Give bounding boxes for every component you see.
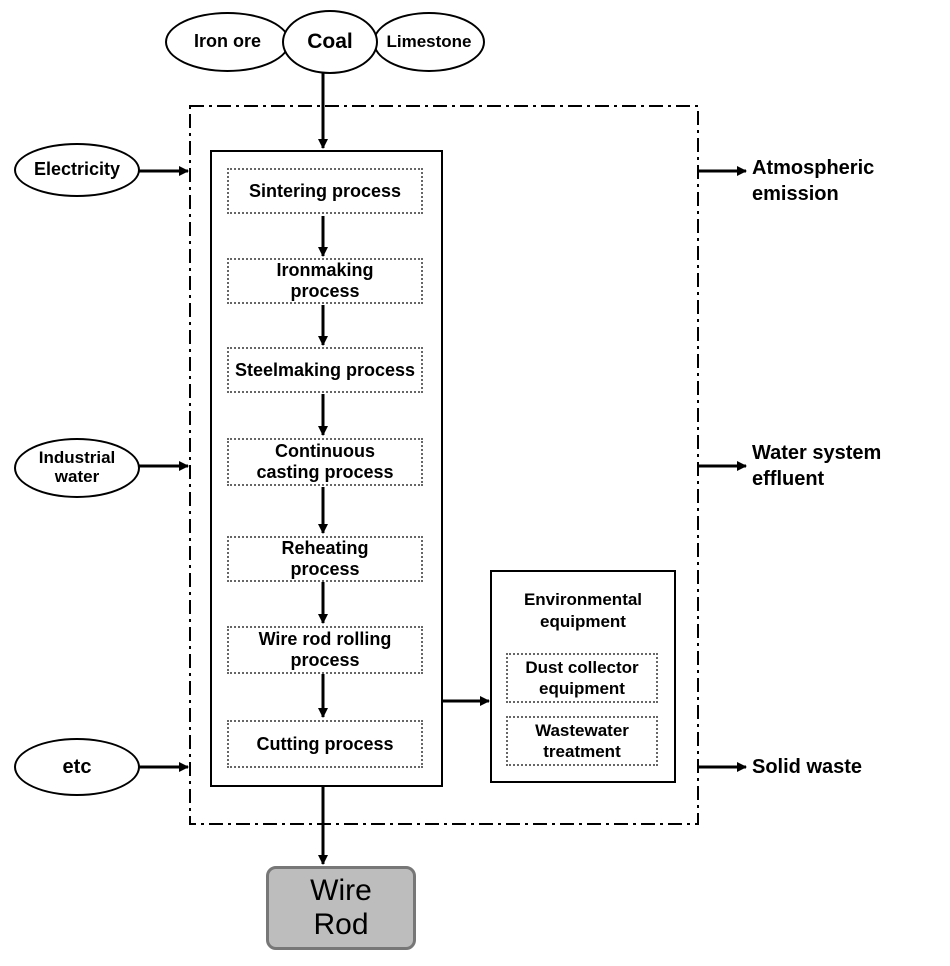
process-reheating: Reheating process: [227, 536, 423, 582]
input-industrial-water: Industrial water: [14, 438, 140, 498]
output-water-label: Water system effluent: [752, 442, 882, 490]
output-atmospheric: Atmospheric emission: [752, 155, 912, 207]
output-solid-waste: Solid waste: [752, 754, 922, 780]
input-iron-ore: Iron ore: [165, 12, 290, 72]
env-dust-collector: Dust collector equipment: [506, 653, 658, 703]
input-limestone: Limestone: [373, 12, 485, 72]
input-coal-label: Coal: [307, 30, 353, 54]
process-wire-rod-rolling-label: Wire rod rolling process: [258, 629, 392, 670]
input-limestone-label: Limestone: [386, 31, 472, 51]
input-etc-label: etc: [62, 756, 92, 778]
process-continuous-casting-label: Continuous casting process: [256, 441, 394, 482]
process-cutting-label: Cutting process: [256, 733, 394, 754]
input-electricity-label: Electricity: [33, 159, 121, 180]
output-atmospheric-label: Atmospheric emission: [752, 157, 875, 205]
process-sintering-label: Sintering process: [248, 180, 402, 201]
input-coal: Coal: [282, 10, 378, 74]
process-continuous-casting: Continuous casting process: [227, 438, 423, 486]
environmental-title-label: Environmental equipment: [523, 590, 643, 632]
env-wastewater-treatment: Wastewater treatment: [506, 716, 658, 766]
process-steelmaking: Steelmaking process: [227, 347, 423, 393]
input-etc: etc: [14, 738, 140, 796]
output-water: Water system effluent: [752, 440, 922, 492]
input-industrial-water-label: Industrial water: [38, 448, 116, 486]
product-wire-rod-label: Wire Rod: [310, 874, 372, 941]
env-wastewater-label: Wastewater treatment: [535, 720, 629, 761]
environmental-equipment-title: Environmental equipment: [500, 589, 666, 633]
product-wire-rod: Wire Rod: [266, 866, 416, 950]
process-steelmaking-label: Steelmaking process: [234, 359, 416, 380]
output-solid-waste-label: Solid waste: [752, 756, 863, 778]
process-wire-rod-rolling: Wire rod rolling process: [227, 626, 423, 674]
process-cutting: Cutting process: [227, 720, 423, 768]
env-dust-collector-label: Dust collector equipment: [525, 657, 639, 698]
process-ironmaking-label: Ironmaking process: [276, 260, 374, 301]
input-electricity: Electricity: [14, 143, 140, 197]
process-ironmaking: Ironmaking process: [227, 258, 423, 304]
environmental-equipment-box: [490, 570, 676, 783]
process-sintering: Sintering process: [227, 168, 423, 214]
process-reheating-label: Reheating process: [281, 538, 369, 579]
input-iron-ore-label: Iron ore: [193, 31, 261, 52]
process-container: [210, 150, 443, 787]
